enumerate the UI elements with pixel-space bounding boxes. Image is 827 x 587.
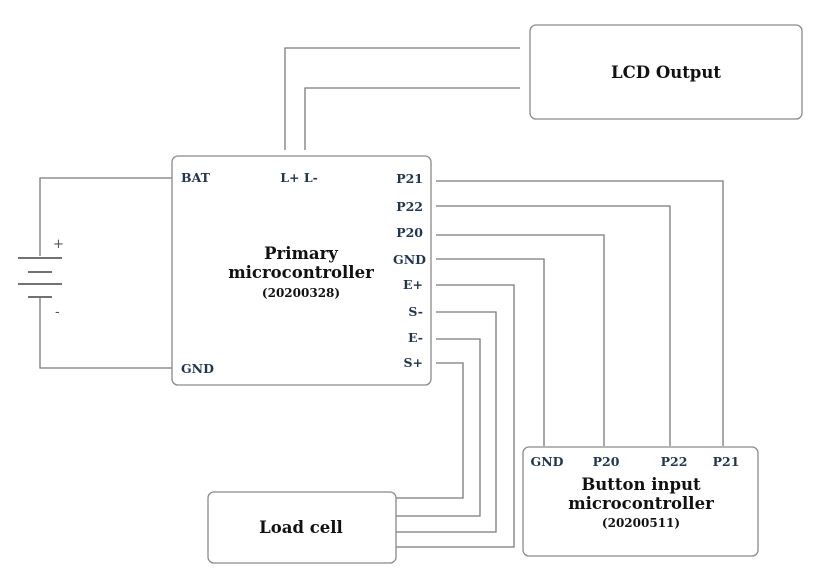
pin-p22: P22 [396, 199, 423, 214]
wire-p22 [436, 205, 671, 446]
pin-p20: P20 [396, 225, 423, 240]
button-model: (20200511) [602, 516, 680, 530]
button-title-line1: Button input [581, 475, 701, 494]
pin-e-minus: E- [408, 330, 423, 345]
pin-gnd-left: GND [181, 361, 214, 376]
wire-gnd-left [39, 332, 172, 369]
pin-s-plus: S+ [403, 355, 423, 370]
load-cell-wires [396, 284, 515, 548]
pin-bat: BAT [181, 170, 211, 185]
wire-p20 [436, 234, 605, 446]
lcd-output-title: LCD Output [611, 63, 721, 82]
pin-gnd: GND [393, 252, 426, 267]
battery-icon: + - [18, 220, 64, 332]
primary-title-line2: microcontroller [228, 263, 374, 282]
button-pin-gnd: GND [531, 454, 564, 469]
wire-e-minus [396, 338, 481, 517]
wire-lcd-l-minus [304, 87, 520, 150]
wire-s-minus [396, 311, 497, 533]
button-pin-p21: P21 [713, 454, 740, 469]
button-pin-p20: P20 [593, 454, 620, 469]
battery-plus-sign: + [53, 237, 64, 252]
load-cell-box: Load cell [207, 491, 397, 564]
wire-gnd [436, 258, 545, 446]
wire-bat [39, 177, 172, 220]
primary-title-line1: Primary [264, 244, 338, 263]
wire-s-plus [396, 362, 464, 499]
lcd-wires [284, 47, 520, 150]
lcd-output-box: LCD Output [529, 24, 803, 120]
button-title-line2: microcontroller [568, 494, 714, 513]
button-mcu-wires [436, 180, 724, 446]
wire-lcd-l-plus [284, 47, 520, 150]
primary-microcontroller-box: Primary microcontroller (20200328) BAT G… [171, 155, 432, 386]
button-pin-p22: P22 [661, 454, 688, 469]
button-microcontroller-box: GND P20 P22 P21 Button input microcontro… [522, 446, 759, 557]
battery-wires [39, 177, 172, 369]
load-cell-title: Load cell [259, 518, 343, 537]
pin-lcd: L+ L- [280, 170, 318, 185]
primary-model: (20200328) [262, 286, 340, 300]
pin-p21: P21 [396, 171, 423, 186]
pin-e-plus: E+ [403, 277, 423, 292]
wire-e-plus [396, 284, 515, 548]
pin-s-minus: S- [408, 304, 423, 319]
wire-p21 [436, 180, 724, 446]
battery-minus-sign: - [55, 305, 60, 320]
